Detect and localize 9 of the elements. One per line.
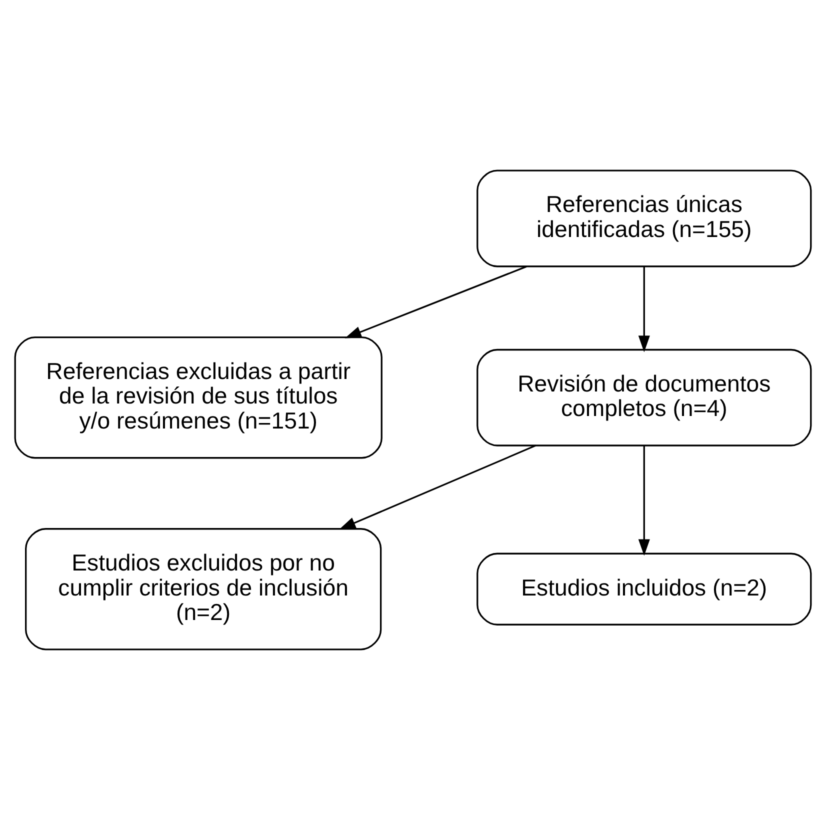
arrow <box>638 445 650 556</box>
arrow <box>638 266 650 352</box>
node-box: Referencias únicas identificadas (n=155) <box>476 169 812 267</box>
node-box: Revisión de documentos completos (n=4) <box>476 348 812 446</box>
arrow <box>344 265 527 338</box>
node-box: Referencias excluidas a partir de la revisión de sus títulos y/o resúmenes (n=151) <box>14 336 382 458</box>
node-box: Estudios excluidos por no cumplir criterios de inclusión (n=2) <box>25 528 382 650</box>
arrow <box>339 444 536 529</box>
node-box: Estudios incluidos (n=2) <box>476 552 812 625</box>
